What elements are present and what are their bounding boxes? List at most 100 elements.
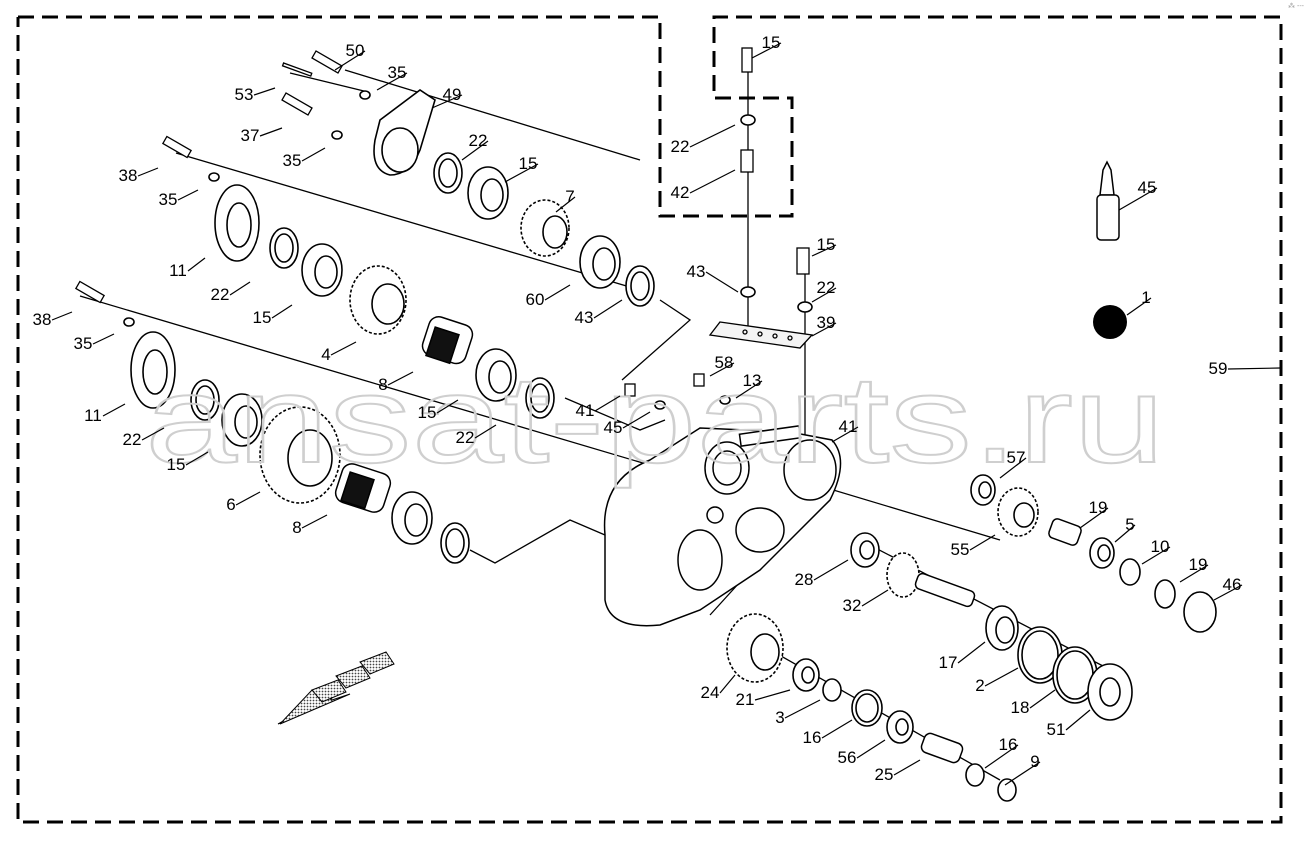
callout-label-22: 22 — [211, 285, 230, 304]
callout-label-59: 59 — [1209, 359, 1228, 378]
callout-leader — [784, 699, 821, 719]
callout-leader — [1126, 297, 1152, 316]
bolts — [74, 47, 810, 397]
grease-disk — [1093, 305, 1127, 339]
callout-leader — [969, 534, 996, 551]
callout-label-25: 25 — [875, 765, 894, 784]
callout-leader — [141, 427, 165, 441]
watermark-text: ansat-parts.ru — [145, 351, 1165, 489]
callout-leader — [622, 411, 651, 429]
callout-leader — [1213, 584, 1243, 601]
callout-label-45: 45 — [604, 418, 623, 437]
callout-label-7: 7 — [565, 187, 574, 206]
callout-leader — [1118, 187, 1158, 211]
callout-label-37: 37 — [241, 126, 260, 145]
callout-label-19: 19 — [1189, 555, 1208, 574]
callout-label-15: 15 — [519, 154, 538, 173]
callout-label-49: 49 — [443, 85, 462, 104]
callout-label-22: 22 — [469, 131, 488, 150]
callout-label-35: 35 — [74, 334, 93, 353]
callout-label-41: 41 — [839, 417, 858, 436]
callout-label-10: 10 — [1151, 537, 1170, 556]
callout-leader — [593, 299, 623, 319]
callout-leader — [821, 719, 853, 739]
callout-leader — [376, 72, 408, 91]
callout-leader — [51, 311, 73, 321]
callout-leader — [999, 457, 1027, 479]
callout-leader — [544, 284, 571, 301]
callout-leader — [436, 399, 459, 414]
callout-label-24: 24 — [701, 683, 720, 702]
callout-leader — [893, 759, 921, 776]
callout-leader — [1065, 709, 1091, 731]
callout-label-21: 21 — [736, 690, 755, 709]
callout-leader — [102, 403, 126, 417]
callout-leader — [594, 395, 621, 412]
callout-label-15: 15 — [253, 308, 272, 327]
callout-leader — [709, 362, 735, 377]
callout-leader — [689, 124, 736, 148]
callout-leader — [811, 322, 837, 337]
callout-leader — [253, 87, 276, 96]
callout-leader — [229, 281, 251, 296]
callout-leader — [719, 674, 736, 694]
callout-leader — [751, 42, 782, 59]
orientation-arrow — [277, 651, 395, 725]
callout-leader — [1179, 564, 1209, 583]
callout-label-53: 53 — [235, 85, 254, 104]
callout-label-38: 38 — [33, 310, 52, 329]
callout-leader — [504, 163, 539, 183]
callout-leader — [1004, 761, 1041, 786]
callout-label-15: 15 — [167, 455, 186, 474]
callout-label-11: 11 — [84, 406, 102, 425]
callout-label-51: 51 — [1047, 720, 1066, 739]
callout-label-15: 15 — [817, 235, 836, 254]
callout-label-3: 3 — [775, 708, 784, 727]
callout-label-42: 42 — [671, 183, 690, 202]
callout-leader — [235, 491, 261, 506]
callout-leader — [1227, 367, 1281, 370]
callout-leader — [735, 380, 763, 399]
callout-leader — [831, 426, 859, 443]
callout-leader — [1079, 507, 1109, 529]
callout-label-38: 38 — [119, 166, 138, 185]
callout-label-8: 8 — [292, 518, 301, 537]
callout-leader — [301, 514, 328, 529]
callout-label-1: 1 — [1141, 288, 1150, 307]
callout-label-43: 43 — [575, 308, 594, 327]
callout-label-35: 35 — [159, 190, 178, 209]
callout-leader — [1141, 546, 1171, 565]
callout-leader — [984, 744, 1019, 769]
callout-leader — [387, 371, 414, 386]
callout-leader — [177, 189, 199, 201]
dashed-frame — [16, 15, 1283, 824]
callout-label-41: 41 — [576, 401, 595, 420]
callout-label-15: 15 — [762, 33, 781, 52]
callout-leader — [856, 739, 886, 759]
callout-label-32: 32 — [843, 596, 862, 615]
callout-label-50: 50 — [346, 41, 365, 60]
callout-leader — [474, 424, 497, 439]
cover-plate — [708, 321, 814, 349]
callout-leader — [259, 127, 283, 137]
callout-label-46: 46 — [1223, 575, 1242, 594]
callout-label-45: 45 — [1138, 178, 1157, 197]
callout-label-11: 11 — [169, 261, 187, 280]
callout-label-9: 9 — [1030, 752, 1039, 771]
sealant-tube — [1096, 160, 1120, 241]
callout-leader — [461, 140, 489, 161]
callout-leader — [811, 244, 837, 257]
callout-label-5: 5 — [1125, 515, 1134, 534]
callout-label-17: 17 — [939, 653, 958, 672]
callout-leader — [334, 50, 366, 71]
callout-label-22: 22 — [817, 278, 836, 297]
callout-label-28: 28 — [795, 570, 814, 589]
callout-label-58: 58 — [715, 353, 734, 372]
callout-leader — [1029, 689, 1056, 709]
callout-label-22: 22 — [671, 137, 690, 156]
callout-leader — [754, 689, 791, 701]
callout-leader — [431, 94, 463, 109]
callout-label-35: 35 — [283, 151, 302, 170]
